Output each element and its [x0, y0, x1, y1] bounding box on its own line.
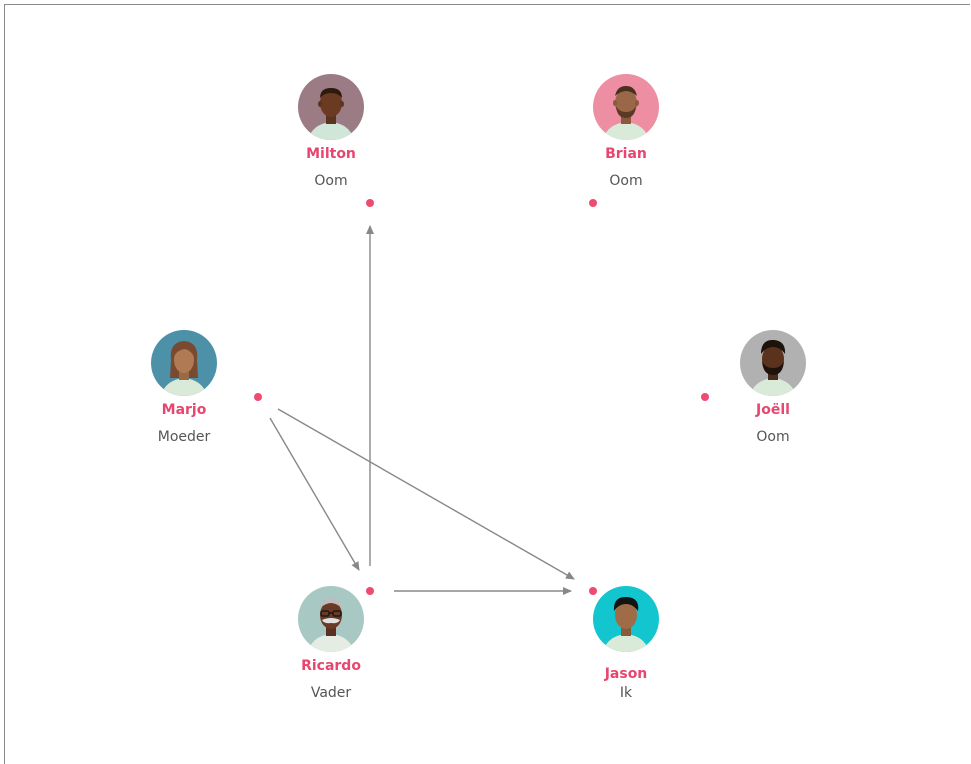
person-name: Marjo: [161, 402, 207, 418]
woman-avatar-icon[interactable]: [151, 330, 217, 396]
person-name: Brian: [605, 146, 647, 162]
person-node-milton[interactable]: Milton Oom: [251, 74, 411, 190]
person-role: Ik: [619, 685, 633, 701]
edge-marjo-ricardo[interactable]: [269, 417, 360, 571]
person-role: Oom: [756, 429, 790, 445]
person-node-jason[interactable]: Jason Ik: [546, 586, 706, 702]
person-name: Jason: [604, 666, 648, 682]
edge-marjo-jason[interactable]: [277, 408, 575, 580]
bearded-man-avatar-icon[interactable]: [740, 330, 806, 396]
connector-port-marjo[interactable]: [254, 393, 262, 401]
person-name: Joëll: [756, 402, 790, 418]
person-role: Vader: [310, 685, 352, 701]
connector-port-jason[interactable]: [589, 587, 597, 595]
connector-port-brian[interactable]: [589, 199, 597, 207]
bearded-man-avatar-icon[interactable]: [593, 74, 659, 140]
connector-port-ricardo[interactable]: [366, 587, 374, 595]
person-node-brian[interactable]: Brian Oom: [546, 74, 706, 190]
person-name: Milton: [306, 146, 356, 162]
young-man-avatar-icon[interactable]: [593, 586, 659, 652]
glasses-man-avatar-icon[interactable]: [298, 586, 364, 652]
person-node-marjo[interactable]: Marjo Moeder: [104, 330, 264, 446]
connector-port-milton[interactable]: [366, 199, 374, 207]
person-role: Moeder: [157, 429, 211, 445]
person-role: Oom: [314, 173, 348, 189]
person-node-ricardo[interactable]: Ricardo Vader: [251, 586, 411, 702]
connector-port-joell[interactable]: [701, 393, 709, 401]
person-name: Ricardo: [301, 658, 361, 674]
person-node-joell[interactable]: Joëll Oom: [693, 330, 853, 446]
bald-man-avatar-icon[interactable]: [298, 74, 364, 140]
person-role: Oom: [609, 173, 643, 189]
